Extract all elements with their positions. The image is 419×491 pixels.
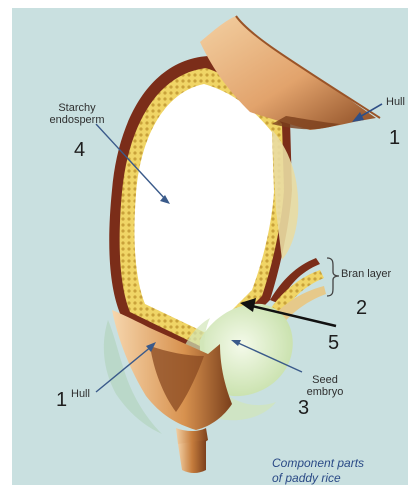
stalk-base — [178, 440, 206, 473]
label-hull-bottom: Hull — [71, 389, 90, 401]
caption-line2: of paddy rice — [272, 471, 364, 486]
number-bran-layer: 2 — [356, 298, 367, 319]
label-starchy-endosperm-line1: Starchy — [48, 103, 106, 115]
number-arrow-5: 5 — [328, 333, 339, 354]
label-starchy-endosperm: Starchy endosperm — [48, 103, 106, 126]
number-hull-bottom: 1 — [56, 390, 67, 411]
label-bran-layer: Bran layer — [341, 269, 391, 281]
caption-line1: Component parts — [272, 456, 364, 471]
label-seed-embryo-line1: Seed — [305, 375, 345, 387]
label-hull-top: Hull — [386, 97, 405, 109]
label-seed-embryo: Seed embryo — [305, 375, 345, 398]
number-seed-embryo: 3 — [298, 398, 309, 419]
caption: Component parts of paddy rice — [272, 456, 364, 486]
label-seed-embryo-line2: embryo — [305, 387, 345, 399]
number-hull-top: 1 — [389, 128, 400, 149]
label-starchy-endosperm-line2: endosperm — [48, 115, 106, 127]
number-endosperm: 4 — [74, 140, 85, 161]
